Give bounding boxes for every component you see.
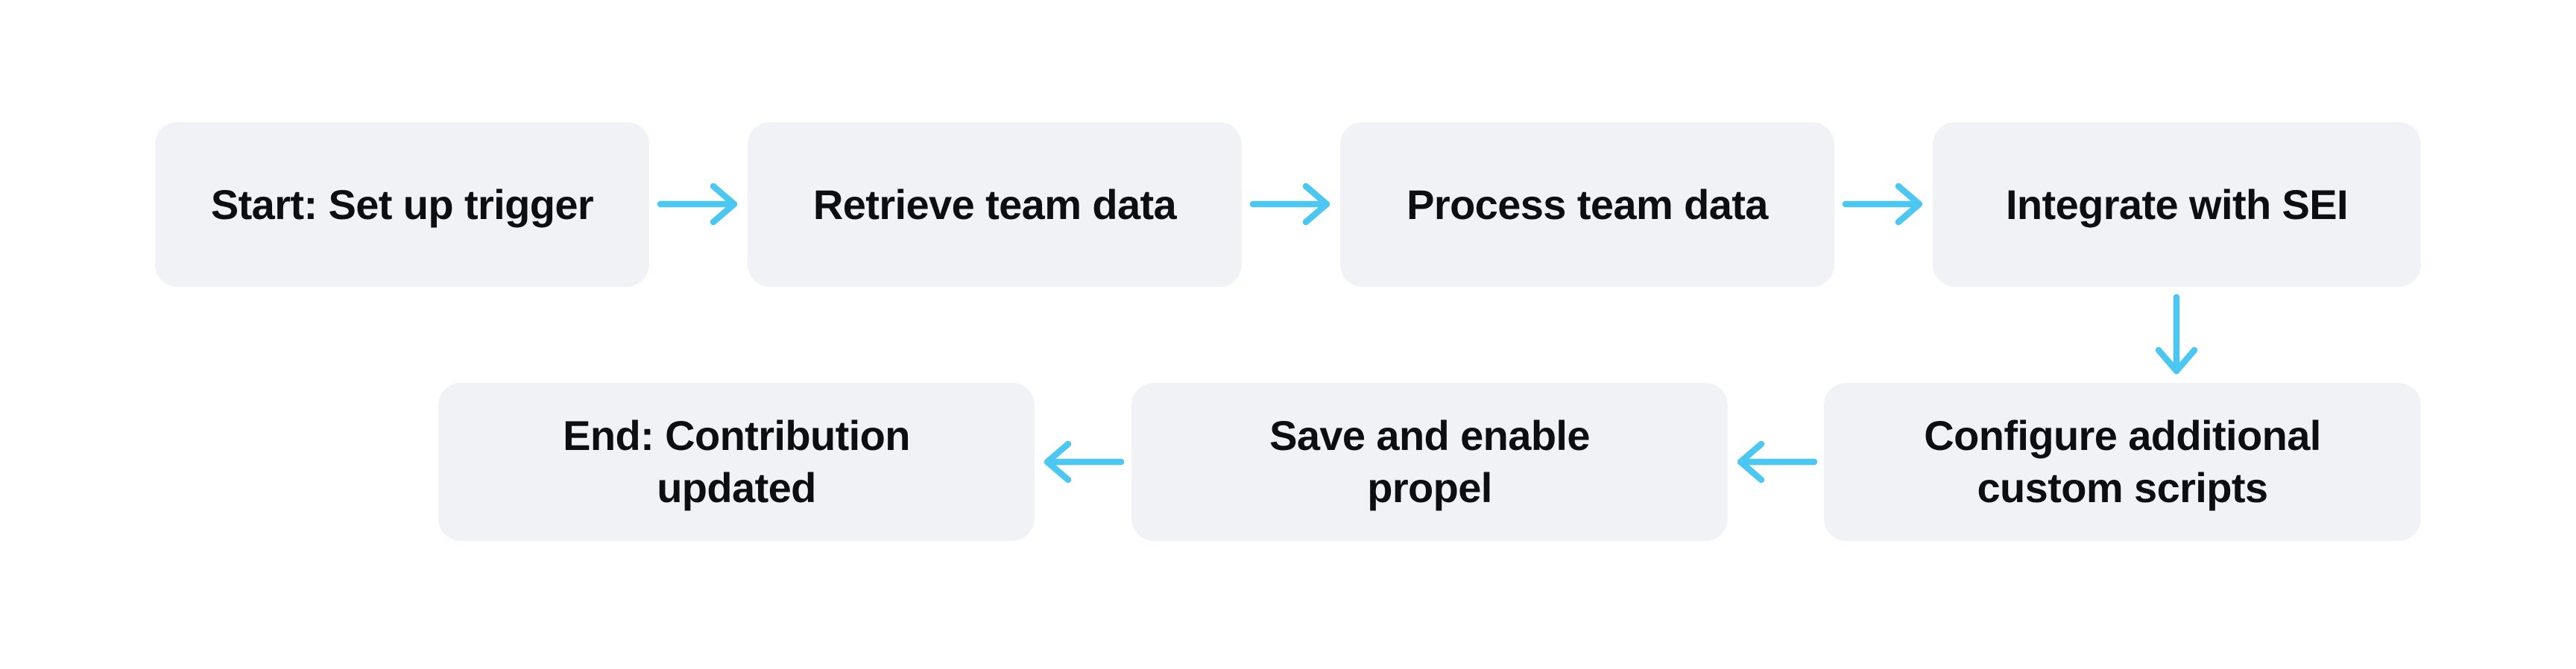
flow-node-configure-custom-scripts: Configure additional custom scripts <box>1824 383 2421 541</box>
flow-node-process-team-data: Process team data <box>1340 122 1834 287</box>
flow-node-process-label: Process team data <box>1407 180 1768 228</box>
arrow-down-icon <box>2155 294 2198 375</box>
arrow-right-icon <box>657 183 738 226</box>
arrow-right-icon <box>1842 183 1923 226</box>
flow-node-configure-label: Configure additional custom scripts <box>1924 412 2321 511</box>
flow-node-integrate-with-sei: Integrate with SEI <box>1933 122 2421 287</box>
arrow-right-icon <box>1249 183 1330 226</box>
flow-node-end: End: Contribution updated <box>438 383 1035 541</box>
flow-node-start: Start: Set up trigger <box>155 122 649 287</box>
flow-node-start-label: Start: Set up trigger <box>210 180 594 228</box>
flow-node-retrieve-team-data: Retrieve team data <box>748 122 1242 287</box>
flow-node-save-and-enable-propel: Save and enable propel <box>1131 383 1728 541</box>
arrow-left-icon <box>1737 440 1818 483</box>
flow-node-end-label: End: Contribution updated <box>563 412 910 511</box>
flow-node-integrate-label: Integrate with SEI <box>2005 180 2349 228</box>
flow-node-save-label: Save and enable propel <box>1269 412 1590 511</box>
arrow-left-icon <box>1044 440 1125 483</box>
flow-node-retrieve-label: Retrieve team data <box>812 180 1177 228</box>
